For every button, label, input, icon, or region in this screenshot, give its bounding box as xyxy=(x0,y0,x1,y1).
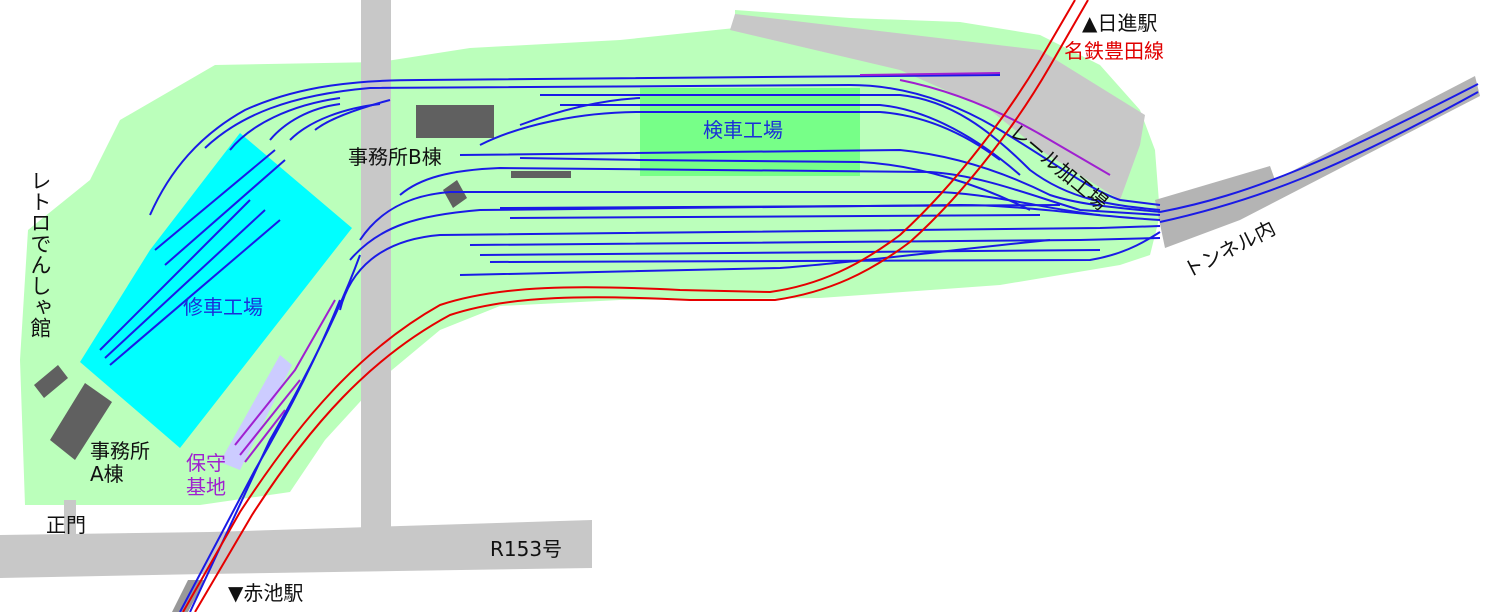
depot-tracks xyxy=(99,74,1479,612)
maintenance-base-label-line1: 保守 xyxy=(186,451,226,475)
repair-shop-label: 修車工場 xyxy=(183,295,263,319)
depot-ground xyxy=(20,10,1160,505)
main-gate-label: 正門 xyxy=(46,513,86,537)
road-r153 xyxy=(0,520,592,578)
small-building-b xyxy=(443,180,467,208)
repair-shop-building xyxy=(80,133,352,448)
route-153-label: R153号 xyxy=(490,537,563,561)
office-a-label-line2: A棟 xyxy=(90,462,124,486)
retro-museum-label: レトロでんしゃ館 xyxy=(28,170,52,338)
meitetsu-toyota-line-label: 名鉄豊田線 xyxy=(1064,39,1164,63)
nisshin-station-label: ▲日進駅 xyxy=(1082,11,1158,35)
maintenance-base-label-line2: 基地 xyxy=(186,475,226,499)
small-slab xyxy=(511,171,571,178)
office-b-label: 事務所B棟 xyxy=(348,145,442,169)
retro-museum-building xyxy=(34,365,68,398)
meitetsu-toyota-line xyxy=(182,0,1089,612)
office-b-building xyxy=(416,105,494,138)
office-a-label-line1: 事務所 xyxy=(90,439,150,463)
office-a-building xyxy=(50,383,112,460)
rail-processing-yard xyxy=(730,14,1145,200)
maintenance-tracks xyxy=(234,72,1111,463)
gate-road xyxy=(64,500,76,535)
akaike-station-label: ▼赤池駅 xyxy=(228,581,304,605)
inspection-shop-label: 検車工場 xyxy=(703,118,783,142)
